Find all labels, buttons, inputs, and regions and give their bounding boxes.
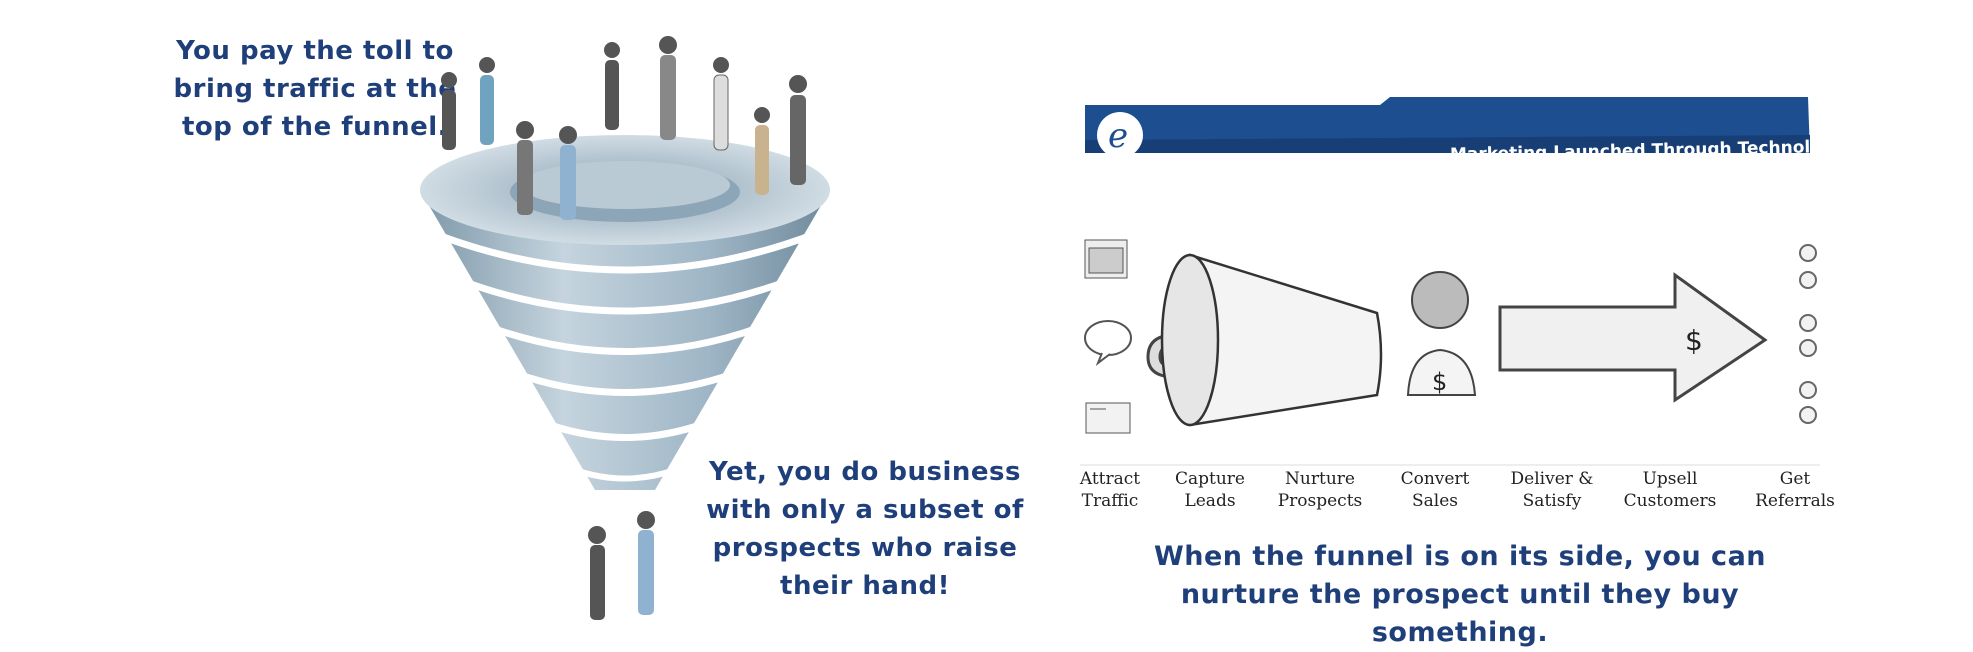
stage-label: Nurture Prospects: [1265, 468, 1375, 512]
svg-text:$: $: [1685, 324, 1703, 357]
svg-text:$: $: [1432, 368, 1447, 396]
browser-icon: [1085, 240, 1127, 278]
customer-icon: $: [1408, 272, 1475, 396]
stage-label: Capture Leads: [1155, 468, 1265, 512]
speech-bubble-icon: [1085, 321, 1131, 363]
funnel-illustration: [380, 20, 860, 630]
arrow-icon: $: [1500, 275, 1765, 400]
stage-label: Convert Sales: [1380, 468, 1490, 512]
logo-wordmark: launchers: [1100, 166, 1161, 182]
envelope-icon: [1086, 403, 1130, 433]
stage-label: Upsell Customers: [1615, 468, 1725, 512]
stage-label: Get Referrals: [1740, 468, 1850, 512]
stage-label: Attract Traffic: [1055, 468, 1165, 512]
referral-icon: [1800, 245, 1816, 423]
stage-label: Deliver & Satisfy: [1497, 468, 1607, 512]
person-icon: [588, 511, 655, 620]
megaphone-icon: [1162, 255, 1381, 425]
svg-text:e: e: [1108, 116, 1128, 156]
